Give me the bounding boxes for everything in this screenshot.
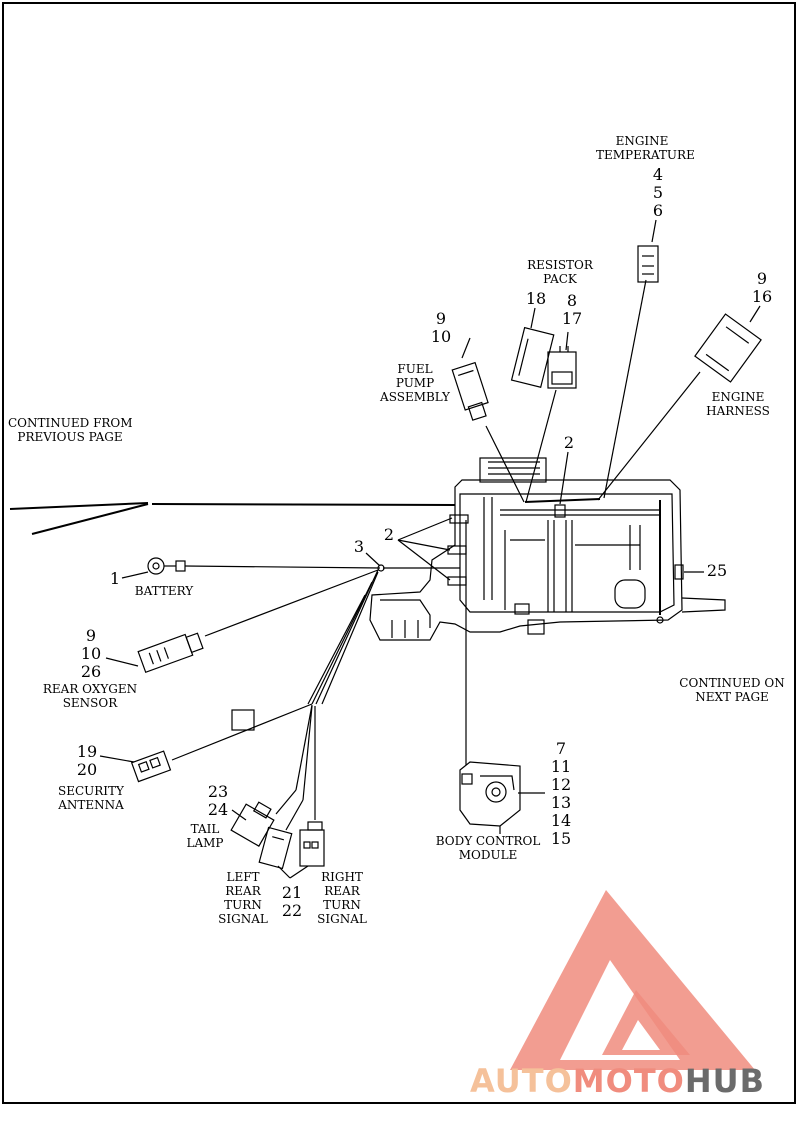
harness-line — [31, 503, 149, 535]
harness-line — [151, 503, 456, 506]
watermark-text: AUTOMOTOHUB — [470, 1062, 766, 1100]
callout-2-left: 2 — [383, 525, 395, 544]
leader — [530, 307, 536, 329]
leader — [231, 809, 247, 821]
left-turn-connector — [258, 826, 293, 870]
rear-oxygen-connector — [137, 632, 204, 674]
leader — [105, 657, 139, 667]
left-turn-wire — [302, 705, 313, 801]
clip — [231, 709, 255, 731]
leader — [749, 305, 761, 323]
rear-oxygen-wire — [204, 569, 379, 637]
leader — [461, 337, 471, 359]
watermark-logo — [510, 890, 755, 1070]
callout-3: 3 — [353, 537, 365, 556]
tail-lamp-wire — [295, 704, 313, 791]
resistor-wire — [525, 389, 557, 503]
page-border — [2, 2, 796, 1104]
security-antenna-wire — [171, 703, 313, 761]
right-turn-connector — [299, 821, 325, 867]
leader — [99, 755, 135, 763]
callout-18: 18 — [525, 289, 547, 308]
fuel-pump-connector — [451, 361, 489, 421]
body-control-module-shape — [459, 761, 521, 834]
battery-terminal — [147, 557, 186, 575]
leader — [397, 517, 453, 541]
tail-lamp-connector — [230, 801, 275, 847]
label-battery: BATTERY — [134, 584, 194, 598]
body-control-chassis — [369, 457, 726, 641]
harness-line — [9, 502, 149, 510]
rear-harness-wire — [315, 569, 379, 705]
resistor-pack-connector — [510, 326, 555, 389]
engine-harness-wire — [597, 371, 701, 501]
callout-25: 25 — [706, 561, 728, 580]
leader — [289, 865, 309, 879]
callout-1: 1 — [109, 569, 121, 588]
engine-temp-wire — [603, 279, 647, 499]
leader — [565, 331, 569, 351]
fuel-pump-wire — [485, 425, 525, 503]
junction-3 — [377, 564, 385, 572]
battery-wire — [184, 565, 381, 569]
leader — [397, 539, 451, 551]
resistor-mating-connector — [547, 346, 577, 389]
security-antenna-connector — [130, 750, 172, 783]
leader — [559, 451, 569, 505]
leader — [365, 552, 381, 567]
leader — [121, 571, 149, 579]
engine-harness-connector — [694, 313, 762, 383]
engine-temperature-connector — [637, 245, 659, 283]
leader — [397, 539, 451, 581]
leader — [651, 219, 657, 243]
callout-2-top: 2 — [563, 433, 575, 452]
leader — [277, 865, 291, 879]
